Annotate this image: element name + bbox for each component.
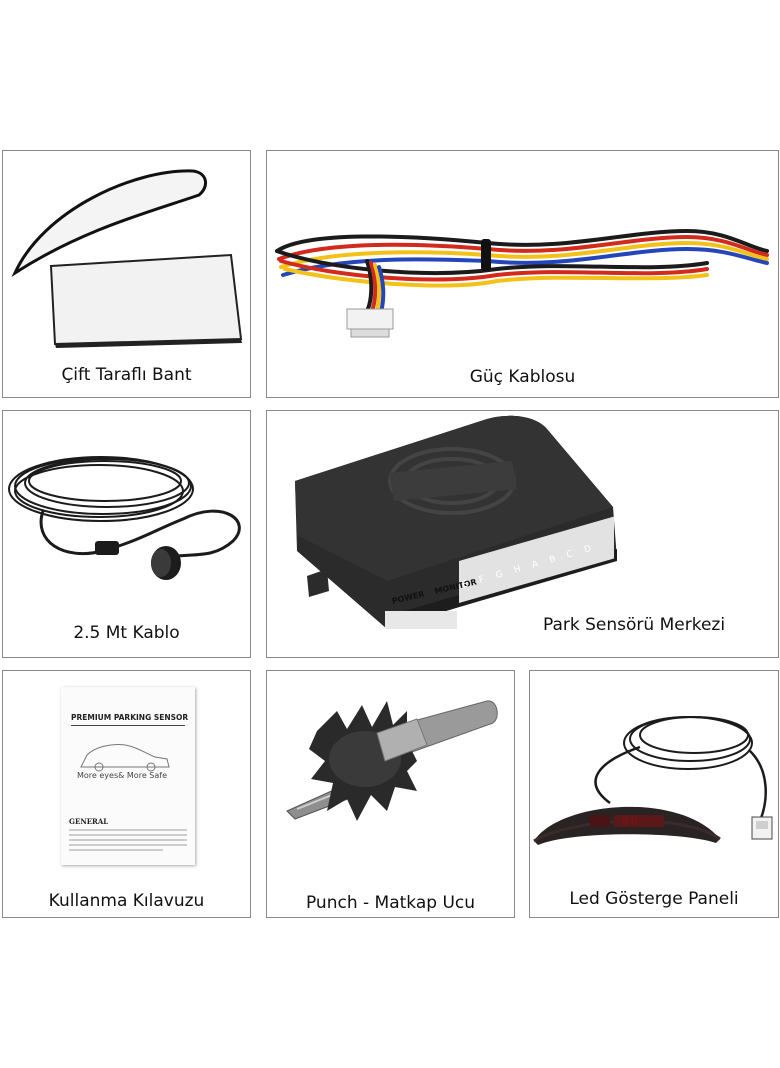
panel-led-display: 88 Led Gösterge Paneli (529, 670, 779, 918)
panel-caption: Park Sensörü Merkezi (543, 615, 726, 635)
sensor-cable-image (8, 456, 241, 580)
panel-caption: Kullanma Kılavuzu (48, 891, 205, 911)
panel-double-sided-tape: Çift Taraflı Bant (2, 150, 251, 398)
punch-drill-image (286, 700, 498, 821)
panel-caption: Çift Taraflı Bant (61, 365, 192, 385)
channel-port-strip (459, 516, 614, 603)
control-box-image (295, 415, 617, 629)
manual-badge: More eyes& More Safe (77, 771, 167, 780)
panel-control-box: POWER MONITOR EFGHABCD Park Sensörü Merk… (266, 410, 779, 658)
panel-punch-drill: Punch - Matkap Ucu (266, 670, 515, 918)
panel-user-manual: PREMIUM PARKING SENSOR More eyes& More S… (2, 670, 251, 918)
manual-title: PREMIUM PARKING SENSOR (71, 713, 189, 722)
manual-body-text (69, 829, 187, 851)
double-sided-tape-image (11, 169, 243, 348)
led-display-image (533, 716, 773, 845)
power-cable-image (275, 228, 769, 338)
manual-booklet: PREMIUM PARKING SENSOR More eyes& More S… (61, 687, 195, 865)
panel-caption: 2.5 Mt Kablo (73, 623, 180, 643)
car-icon (80, 744, 170, 772)
panel-caption: Güç Kablosu (469, 367, 576, 387)
panel-caption: Led Gösterge Paneli (569, 889, 739, 909)
panel-caption: Punch - Matkap Ucu (305, 893, 476, 913)
manual-divider (71, 725, 185, 726)
manual-section-heading: GENERAL (69, 817, 109, 826)
panel-power-cable: Güç Kablosu (266, 150, 779, 398)
panel-sensor-cable: 2.5 Mt Kablo (2, 410, 251, 658)
led-digits: 88 (622, 815, 640, 828)
